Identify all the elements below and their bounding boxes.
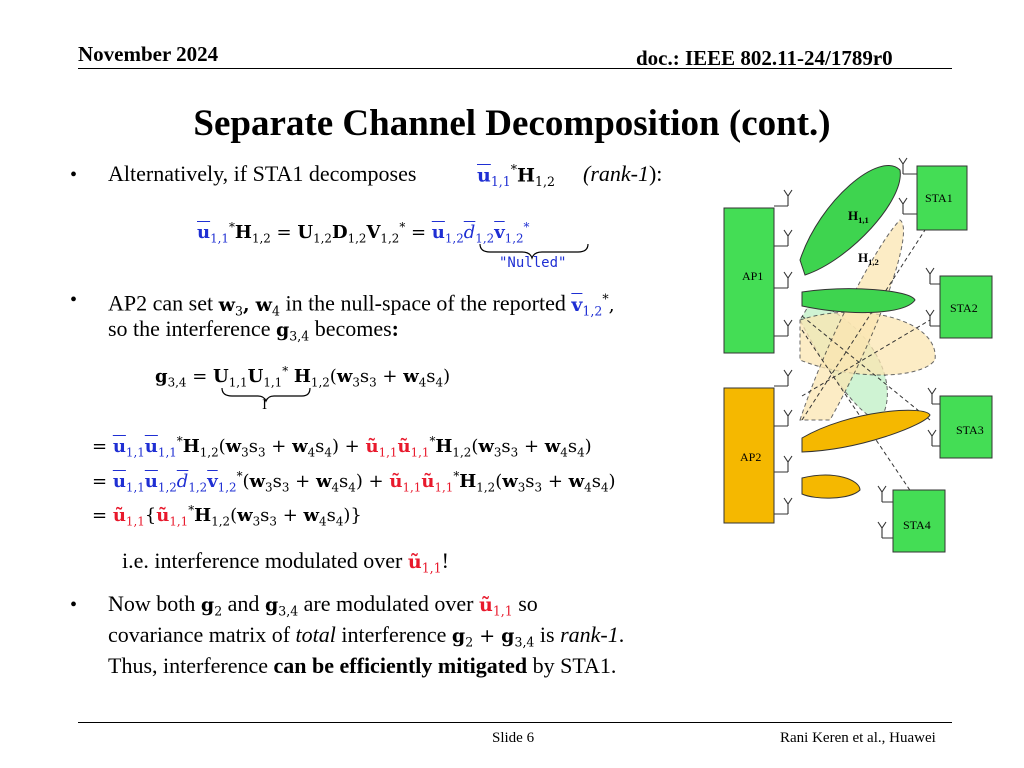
b2-line1-b: in the null-space of the reported: [285, 290, 566, 316]
ie-line: i.e. interference modulated over ũ1,1!: [122, 545, 449, 584]
b3-line2-a: covariance matrix of: [108, 622, 291, 647]
antenna-icon: [774, 319, 793, 337]
slide-title: Separate Channel Decomposition (cont.): [193, 103, 831, 144]
sta4-label: STA4: [903, 518, 931, 532]
g34-symbol: g3,4: [275, 319, 310, 344]
h12-label: H1,2: [858, 250, 879, 267]
b2-line1-a: AP2 can set: [108, 290, 214, 316]
sta2-label: STA2: [950, 301, 978, 315]
bullet-2-marker: •: [70, 289, 78, 311]
bullet-3-marker: •: [70, 594, 78, 616]
b3-line2-b: interference: [341, 622, 447, 647]
nulled-label: "Nulled": [499, 255, 567, 271]
h11-label: H1,1: [848, 208, 869, 225]
header-date: November 2024: [78, 42, 219, 66]
ap2-label: AP2: [740, 450, 762, 464]
b2-line2-a: so the interference: [108, 316, 271, 341]
bullet-1-rank: (rank-1):: [583, 158, 662, 190]
bullet-2-line1: AP2 can set w3, w4 in the null-space of …: [108, 283, 615, 327]
b3-line3-b: by STA1.: [532, 653, 617, 678]
sta3-label: STA3: [956, 423, 984, 437]
header-doc-id: doc.: IEEE 802.11-24/1789r0: [636, 46, 893, 70]
ap2-box: [723, 387, 775, 524]
g2-plus-g34: g2 + g3,4: [451, 625, 535, 650]
identity-label: I: [262, 398, 268, 413]
beam-ap1-sta1: [799, 165, 901, 276]
v12-symbol: v1,2*,: [571, 291, 615, 318]
b3-line2-end: .: [618, 622, 625, 647]
antenna-icon: [877, 485, 893, 503]
sta2-box: [939, 275, 993, 339]
beam-ap2-sta3: [801, 409, 931, 453]
bullet-3-line2: covariance matrix of total interference …: [108, 619, 624, 658]
ap1-label: AP1: [742, 269, 764, 283]
bullet-2-line2: so the interference g3,4 becomes:: [108, 313, 399, 352]
g2-symbol: g2: [200, 594, 223, 619]
b3-line1-c: are modulated over: [303, 591, 474, 616]
beam-ap2-sta1-light: [799, 219, 904, 421]
h12-letter: H: [858, 250, 869, 265]
b3-line1-a: Now both: [108, 591, 196, 616]
ie-text: i.e. interference modulated over: [122, 548, 403, 573]
antenna-icon: [927, 429, 940, 447]
antenna-icon: [774, 497, 793, 515]
bullet-1-text: Alternatively, if STA1 decomposes: [108, 161, 417, 186]
u-tilde-symbol-2: ũ1,1: [478, 594, 513, 619]
interference-equation-4: = ũ1,1{ũ1,1*H1,2(w3s3 + w4s4)}: [92, 503, 362, 529]
interference-equation-1: g3,4 = U1,1U1,1* H1,2(w3s3 + w4s4): [155, 364, 451, 390]
b2-colon: :: [391, 316, 399, 341]
footer-slide-number: Slide 6: [492, 730, 535, 746]
beam-layer-light: [799, 219, 936, 421]
antenna-icon: [774, 409, 793, 427]
interference-equation-3: = u1,1u1,2d1,2v1,2*(w3s3 + w4s4) + ũ1,1ũ…: [92, 469, 616, 495]
h11-sub: 1,1: [858, 215, 869, 225]
beams-solid: [799, 165, 931, 499]
beam-ap2-sta4: [801, 474, 861, 499]
interference-equation-2: = u1,1u1,1*H1,2(w3s3 + w4s4) + ũ1,1ũ1,1*…: [92, 434, 592, 460]
bullet-1-marker: •: [70, 164, 78, 186]
b3-line3-bold: can be efficiently mitigated: [273, 653, 528, 678]
antenna-icon: [898, 197, 917, 215]
rank-text: (rank-1: [583, 161, 649, 186]
sta4-box: [892, 489, 946, 553]
antenna-icon: [898, 157, 917, 175]
sta3-box: [939, 395, 993, 459]
ap1-box: [723, 207, 775, 354]
b3-line1-d: so: [518, 591, 538, 616]
h11-letter: H: [848, 208, 859, 223]
ie-end: !: [441, 548, 449, 573]
b2-line2-b: becomes: [314, 316, 392, 341]
sta1-label: STA1: [925, 191, 953, 205]
antenna-icon: [877, 521, 893, 539]
antenna-icon: [774, 369, 793, 387]
antenna-icon: [925, 267, 940, 285]
u-tilde-symbol: ũ1,1: [407, 551, 442, 576]
bullet-3-line3: Thus, interference can be efficiently mi…: [108, 650, 616, 682]
antenna-icon: [774, 189, 793, 207]
bullet-3-line1: Now both g2 and g3,4 are modulated over …: [108, 588, 538, 627]
g34-symbol-2: g3,4: [264, 594, 299, 619]
antenna-icon: [925, 309, 940, 327]
bullet-1-equation: u1,1*H1,2: [477, 162, 555, 189]
b3-line2-italic2: rank-1: [560, 622, 619, 647]
b3-line2-c: is: [539, 622, 555, 647]
footer-author: Rani Keren et al., Huawei: [780, 730, 936, 746]
decomposition-equation: u1,1*H1,2 = U1,2D1,2V1,2* = u1,2d1,2v1,2…: [197, 220, 530, 246]
antenna-icon: [774, 271, 793, 289]
footer-rule: [78, 722, 952, 723]
w3-w4-symbols: w3, w4: [218, 293, 280, 318]
header-rule: [78, 68, 952, 69]
beam-ap1-sta2: [801, 288, 916, 314]
antenna-icon: [927, 387, 940, 405]
b3-line1-b: and: [227, 591, 260, 616]
b3-line2-italic: total: [295, 622, 336, 647]
sta1-box: [916, 165, 968, 231]
b3-line3-a: Thus, interference: [108, 653, 269, 678]
antenna-icon: [774, 455, 793, 473]
rank-close: ):: [648, 161, 663, 186]
h12-sub: 1,2: [868, 257, 879, 267]
antenna-icon: [774, 229, 793, 247]
